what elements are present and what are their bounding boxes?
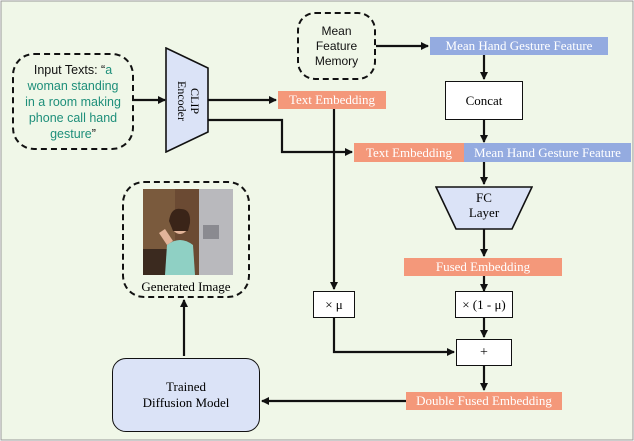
trained-diffusion-model-box: Trained Diffusion Model — [112, 358, 260, 432]
input-texts-prefix: Input Texts: “ — [33, 62, 106, 77]
fc-layer-label: FC Layer — [435, 190, 533, 220]
clip-encoder-label: CLIP Encoder — [173, 51, 203, 151]
fc-layer-line1: FC — [476, 190, 492, 205]
text-embedding-concat: Text Embedding — [354, 143, 464, 162]
input-texts-closing: ” — [91, 126, 96, 141]
diffusion-line2: Diffusion Model — [142, 395, 230, 410]
mean-hand-gesture-feature-concat: Mean Hand Gesture Feature — [464, 143, 631, 162]
input-texts-quote-line5: gesture — [50, 126, 92, 141]
multiply-mu-box: × μ — [313, 291, 355, 318]
double-fused-embedding: Double Fused Embedding — [406, 392, 562, 410]
mean-feature-memory-box: Mean Feature Memory — [297, 12, 376, 80]
photo-woman-phone-icon — [143, 189, 233, 275]
input-texts-quote-line4: phone call hand — [28, 110, 118, 125]
memory-line3: Memory — [314, 53, 359, 68]
input-texts-quote-line1: a — [105, 62, 113, 77]
memory-line1: Mean — [321, 23, 352, 38]
fc-layer-line2: Layer — [468, 205, 500, 220]
mean-hand-gesture-feature-top: Mean Hand Gesture Feature — [430, 37, 608, 55]
text-embedding-top: Text Embedding — [278, 91, 386, 109]
fc-layer-shape — [435, 186, 533, 230]
memory-line2: Feature — [315, 38, 358, 53]
input-texts-box: Input Texts: “a woman standing in a room… — [12, 53, 134, 150]
clip-encoder-line2: Encoder — [175, 81, 189, 121]
clip-encoder-line1: CLIP — [188, 87, 202, 114]
input-texts-quote-line3: in a room making — [25, 94, 121, 109]
concat-box: Concat — [445, 81, 523, 120]
generated-image-box: Generated Image — [122, 181, 250, 298]
generated-image-caption: Generated Image — [141, 279, 231, 294]
clip-encoder-shape — [165, 47, 209, 153]
fused-embedding: Fused Embedding — [404, 258, 562, 276]
input-texts-quote-line2: woman standing — [27, 78, 119, 93]
multiply-one-minus-mu-box: × (1 - μ) — [455, 291, 513, 318]
plus-box: + — [456, 339, 512, 366]
diffusion-line1: Trained — [166, 379, 206, 394]
